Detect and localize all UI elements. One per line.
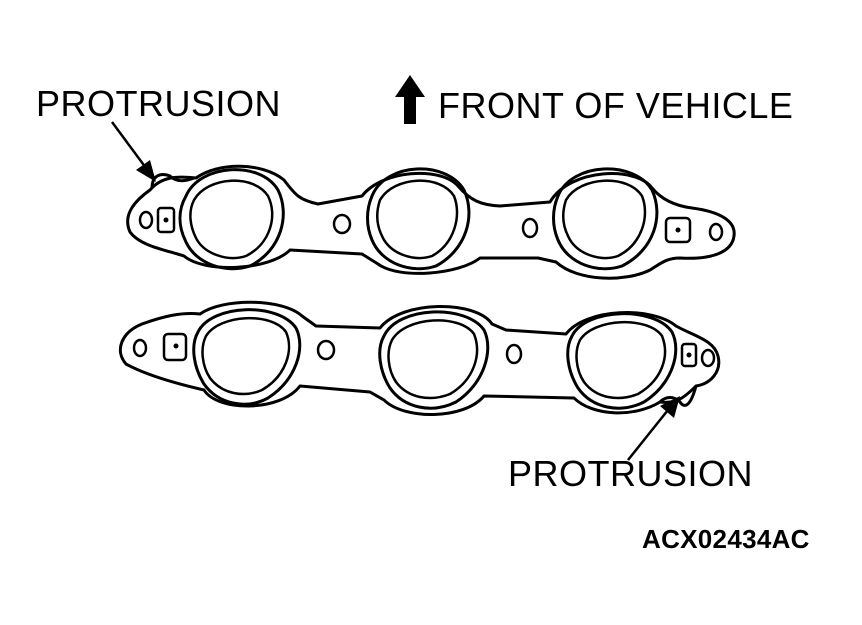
upper-port-1-inner: [189, 179, 274, 260]
lower-port-2-inner: [387, 319, 479, 400]
lower-dowel-pad-1: [162, 332, 188, 362]
lower-bolt-hole-2: [316, 339, 336, 361]
lower-bolt-hole-3: [505, 343, 523, 365]
lower-port-1: [192, 308, 302, 406]
upper-port-1: [178, 168, 285, 271]
upper-gasket-outline: [126, 164, 736, 280]
upper-port-3: [552, 167, 659, 271]
upper-dowel-pad-1: [156, 206, 176, 234]
upper-bolt-hole-3: [521, 217, 539, 239]
top-protrusion-leader: [110, 121, 156, 182]
upper-port-3-inner: [562, 179, 647, 260]
lower-dowel-pad-2: [680, 342, 698, 368]
lower-port-1-inner: [201, 316, 291, 396]
bottom-protrusion-leader: [627, 396, 680, 461]
lower-port-2: [378, 310, 490, 410]
lower-bolt-hole-1: [132, 338, 148, 358]
upper-gasket: [126, 164, 736, 280]
lower-bolt-hole-4: [700, 348, 716, 368]
figure-code: ACX02434AC: [642, 524, 810, 554]
upper-bolt-hole-2: [332, 213, 352, 235]
protrusion-label-top: PROTRUSION: [36, 83, 282, 124]
upper-port-2: [366, 167, 471, 271]
upper-bolt-hole-4: [708, 222, 724, 242]
lower-port-3-inner: [575, 320, 667, 400]
arrow-up-icon: [395, 75, 425, 124]
upper-dowel-pad-2: [664, 216, 692, 244]
lower-gasket: [119, 300, 721, 416]
lower-gasket-outline: [119, 300, 721, 416]
lower-port-3: [566, 312, 678, 410]
upper-bolt-hole-1: [138, 210, 154, 230]
lower-protrusion: [658, 385, 698, 407]
protrusion-label-bottom: PROTRUSION: [508, 453, 754, 494]
front-of-vehicle-label: FRONT OF VEHICLE: [438, 85, 794, 126]
upper-port-2-inner: [376, 179, 459, 260]
